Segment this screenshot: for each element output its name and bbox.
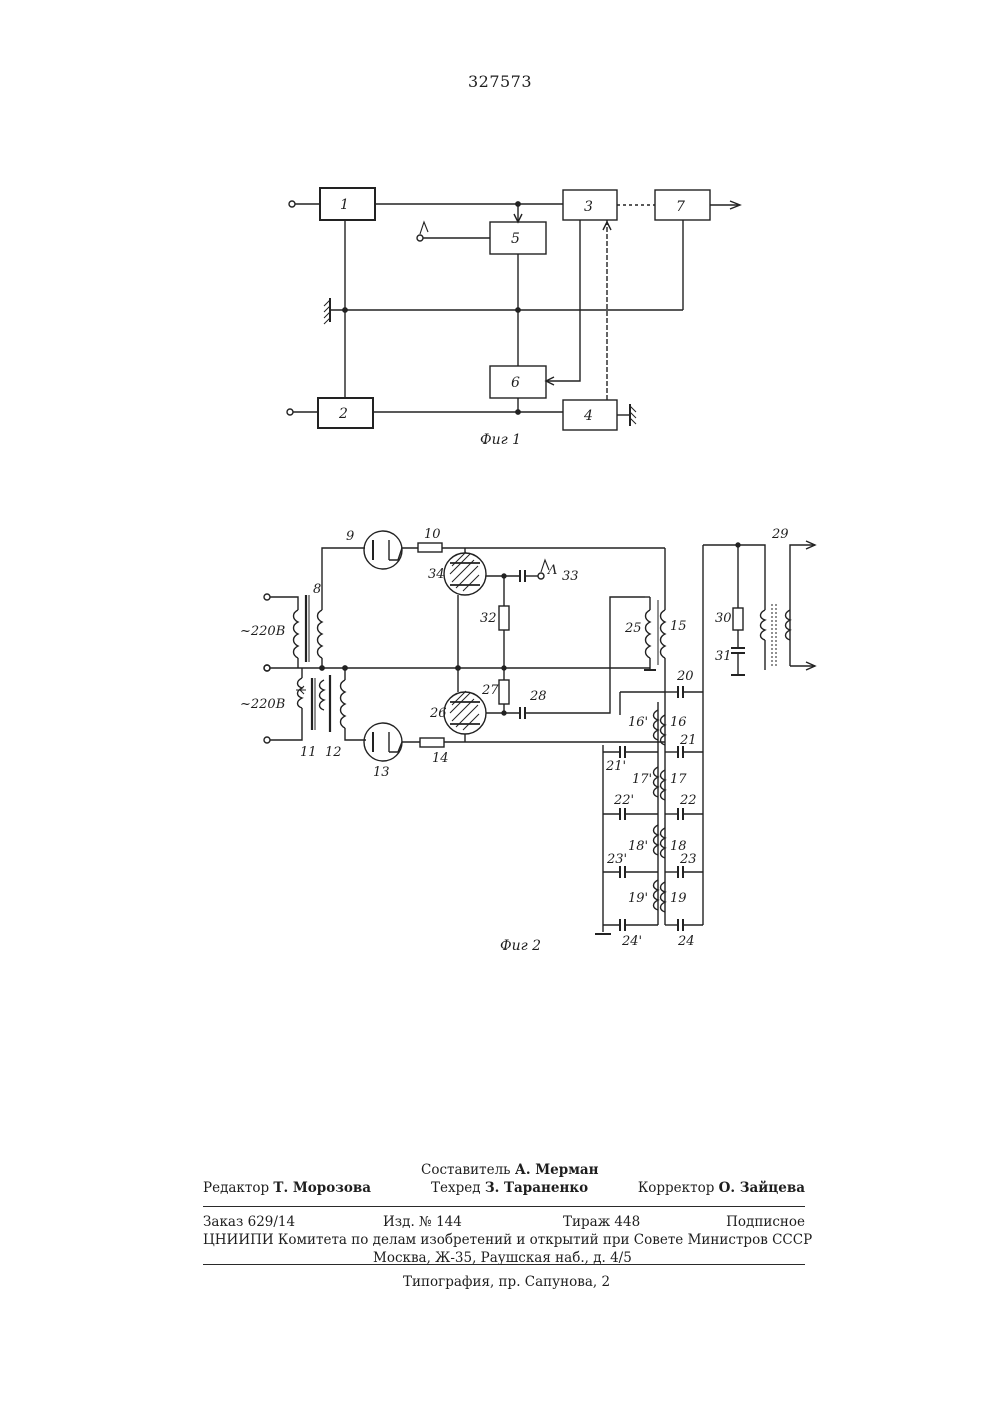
figure-2-circuit-schematic: ~220В ~220В 8 9 10 11 12 13 14 15 16 16'… <box>0 470 1000 970</box>
divider-bottom <box>203 1264 805 1265</box>
block-5-label: 5 <box>511 231 520 247</box>
label-22: 22 <box>679 793 697 808</box>
compiler-name: А. Мерман <box>515 1162 599 1178</box>
printing-house: Типография, пр. Сапунова, 2 <box>403 1274 610 1290</box>
voltage-top-label: ~220В <box>240 624 285 639</box>
label-25: 25 <box>624 621 642 636</box>
label-11: 11 <box>300 745 317 760</box>
label-21: 21 <box>679 733 697 748</box>
compiler-label: Составитель <box>421 1162 511 1178</box>
order-number: Заказ 629/14 <box>203 1214 295 1230</box>
label-13: 13 <box>373 765 390 780</box>
block-2-label: 2 <box>338 406 348 422</box>
order-row: Заказ 629/14 Изд. № 144 Тираж 448 Подпис… <box>203 1214 805 1232</box>
label-21-prime: 21' <box>605 759 626 774</box>
label-34: 34 <box>428 567 445 582</box>
corrector-label: Корректор <box>638 1180 715 1196</box>
organization-line-1: ЦНИИПИ Комитета по делам изобретений и о… <box>203 1232 812 1248</box>
label-24: 24 <box>677 934 695 949</box>
label-32: 32 <box>480 611 497 626</box>
label-8: 8 <box>313 582 321 597</box>
block-7-label: 7 <box>676 199 685 215</box>
label-20: 20 <box>676 669 694 684</box>
label-19: 19 <box>670 891 687 906</box>
voltage-bottom-label: ~220В <box>240 697 285 712</box>
label-33: 33 <box>562 569 579 584</box>
staff-row: Редактор Т. Морозова Техред З. Тараненко… <box>203 1180 805 1198</box>
issue-number: Изд. № 144 <box>383 1214 462 1230</box>
label-19-prime: 19' <box>628 891 648 906</box>
label-28: 28 <box>529 689 547 704</box>
block-3-label: 3 <box>584 199 593 215</box>
label-16: 16 <box>670 715 687 730</box>
editor-name: Т. Морозова <box>273 1180 371 1196</box>
label-10: 10 <box>424 527 441 542</box>
label-29: 29 <box>771 527 789 542</box>
label-31: 31 <box>715 649 732 664</box>
subscription: Подписное <box>726 1214 805 1230</box>
org-row-2: Москва, Ж-35, Раушская наб., д. 4/5 <box>203 1250 805 1268</box>
divider-top <box>203 1206 805 1207</box>
label-9: 9 <box>346 529 354 544</box>
label-17: 17 <box>670 772 687 787</box>
label-17-prime: 17' <box>632 772 652 787</box>
label-18-prime: 18' <box>628 839 648 854</box>
label-30: 30 <box>715 611 732 626</box>
label-27: 27 <box>481 683 499 698</box>
input-mark: Λ <box>547 563 557 578</box>
figure-2-caption: Фиг 2 <box>500 938 541 954</box>
corrector-name: О. Зайцева <box>719 1180 805 1196</box>
printing-row: Типография, пр. Сапунова, 2 <box>203 1274 805 1292</box>
imprint-footer: Составитель А. Мерман Редактор Т. Морозо… <box>203 1162 805 1292</box>
circulation: Тираж 448 <box>563 1214 640 1230</box>
label-12: 12 <box>325 745 342 760</box>
label-26: 26 <box>429 706 447 721</box>
block-4-label: 4 <box>583 408 593 424</box>
block-6-label: 6 <box>511 375 520 391</box>
org-row-1: ЦНИИПИ Комитета по делам изобретений и о… <box>203 1232 805 1250</box>
compiler-row: Составитель А. Мерман <box>203 1162 805 1180</box>
label-15: 15 <box>670 619 687 634</box>
label-14: 14 <box>432 751 449 766</box>
block-1-label: 1 <box>340 197 349 213</box>
label-24-prime: 24' <box>621 934 642 949</box>
label-16-prime: 16' <box>628 715 648 730</box>
tech-name: З. Тараненко <box>485 1180 588 1196</box>
label-23: 23 <box>679 852 697 867</box>
figure-1-block-diagram: 1 2 3 4 5 6 7 Фиг 1 <box>0 0 1000 470</box>
editor-label: Редактор <box>203 1180 269 1196</box>
label-23-prime: 23' <box>606 852 627 867</box>
figure-1-caption: Фиг 1 <box>480 432 521 448</box>
tech-label: Техред <box>431 1180 481 1196</box>
label-22-prime: 22' <box>613 793 634 808</box>
